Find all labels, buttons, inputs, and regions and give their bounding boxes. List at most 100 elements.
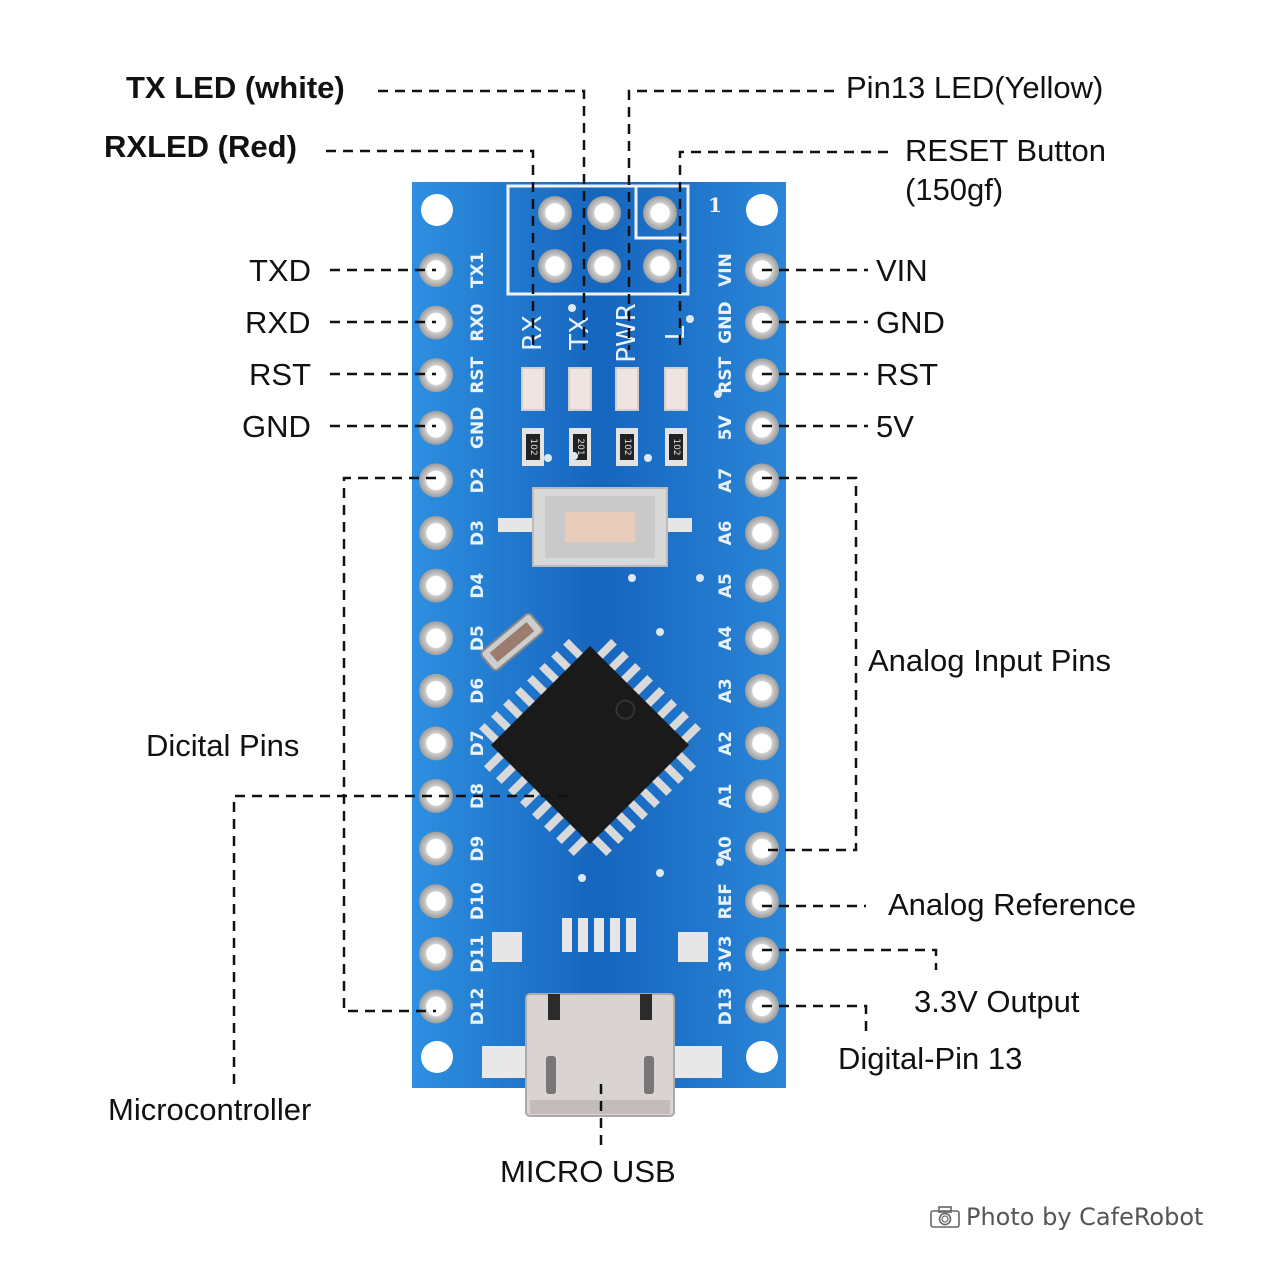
pin-hole <box>753 787 771 805</box>
pin-hole <box>427 471 445 490</box>
mcu-pin <box>503 699 525 721</box>
mcu-pin <box>556 822 578 844</box>
mcu-pin <box>544 810 566 832</box>
label-rst-left: RST <box>249 357 311 392</box>
mcu-pin <box>679 723 702 745</box>
camera-icon <box>930 1206 960 1228</box>
mcu-pin <box>563 638 585 661</box>
label-tx-led: TX LED (white) <box>126 70 345 105</box>
label-analog-input-pins: Analog Input Pins <box>868 643 1112 678</box>
icsp-outline <box>506 184 690 296</box>
label-digital-pin-13: Digital-Pin 13 <box>838 1041 1023 1076</box>
resistor-body <box>526 434 540 460</box>
label-reset-button: RESET Button <box>905 133 1107 168</box>
pin-label-right: REF <box>716 883 736 919</box>
pin-hole <box>753 524 771 542</box>
label-reset-force: (150gf) <box>905 172 1004 207</box>
mcu-pin <box>519 786 542 808</box>
pin-hole <box>753 576 771 595</box>
mcu-pin <box>507 774 530 796</box>
icsp-hole <box>651 204 669 222</box>
pin-label-left: D9 <box>468 836 488 862</box>
icsp-hole <box>595 204 613 222</box>
icsp-hole <box>595 257 613 275</box>
pin-label-right: 3V3 <box>716 935 736 972</box>
mcu-pin <box>643 687 665 709</box>
pin-label-right: A4 <box>716 626 736 651</box>
pin-label-left: D5 <box>468 625 488 651</box>
pin-label-left: D3 <box>468 520 488 546</box>
label-analog-reference: Analog Reference <box>888 887 1137 922</box>
mcu-pin <box>602 822 624 844</box>
smd-led <box>664 367 688 411</box>
pin-hole <box>427 576 445 595</box>
pin-hole <box>753 892 771 911</box>
mcu-pin <box>650 774 673 796</box>
mcu-pin <box>662 762 685 784</box>
pin-hole <box>427 524 445 542</box>
mcu-pin <box>595 638 617 661</box>
mounting-hole <box>421 1041 453 1073</box>
pin-hole <box>427 997 445 1016</box>
pin-label-left: D12 <box>468 988 488 1026</box>
label-rxd: RXD <box>245 305 311 340</box>
label-gnd-right: GND <box>876 305 945 340</box>
mcu-pin <box>478 723 501 745</box>
label-rx-led: RXLED (Red) <box>104 129 297 164</box>
label-digital-pins: Dicital Pins <box>146 728 300 763</box>
leader-tx-led <box>378 89 586 350</box>
mcu-pin <box>674 750 697 772</box>
pin-label-left: RX0 <box>468 303 488 341</box>
mcu-pin <box>667 711 689 733</box>
mcu-pin <box>590 834 612 857</box>
pin-label-left: D11 <box>468 935 488 973</box>
pin-label-right: A6 <box>716 521 736 546</box>
mcu-pin <box>614 810 636 832</box>
led-label: L <box>661 325 691 340</box>
label-txd: TXD <box>249 253 311 288</box>
pin-hole <box>753 629 771 648</box>
leader-rx-led <box>326 149 535 350</box>
mcu-pin <box>515 687 537 709</box>
led-label: PWR <box>612 303 642 362</box>
pin-hole <box>753 471 771 490</box>
pin-hole <box>427 892 445 911</box>
icsp-hole <box>651 257 669 275</box>
credit-text: Photo by CafeRobot <box>966 1203 1204 1231</box>
crystal-resonator <box>480 612 544 672</box>
pin-label-left: D7 <box>468 730 488 756</box>
label-vin: VIN <box>876 253 928 288</box>
pin-hole <box>753 734 771 753</box>
vias <box>544 304 724 882</box>
resistor-code: 102 <box>528 438 538 455</box>
pin-hole <box>753 839 771 858</box>
label-5v: 5V <box>876 409 914 444</box>
resistor-code: 201 <box>575 438 585 455</box>
mcu-pin <box>655 699 677 721</box>
micro-usb-connector <box>525 993 675 1117</box>
mcu-pin <box>626 798 648 820</box>
pin-hole <box>427 787 445 805</box>
pin-hole <box>427 944 445 963</box>
label-pin13-led: Pin13 LED(Yellow) <box>846 70 1104 105</box>
pin-label-right: A3 <box>716 678 736 703</box>
mcu-pin <box>551 650 573 673</box>
icsp-hole <box>546 257 564 275</box>
resistor-code: 102 <box>671 438 681 455</box>
leader-3v3 <box>762 948 938 970</box>
mounting-hole <box>746 1041 778 1073</box>
mcu-pin <box>491 711 513 733</box>
smd-led <box>521 367 545 411</box>
label-gnd-left: GND <box>242 409 311 444</box>
icsp-pin1-outline <box>634 184 690 240</box>
leader-lines <box>232 89 938 1150</box>
pin-label-left: D4 <box>468 572 488 598</box>
mcu-pin <box>619 662 641 685</box>
pin-label-left: GND <box>468 407 488 449</box>
leader-digital-pins <box>342 476 436 1013</box>
resistor-body <box>620 434 634 460</box>
resistor-code: 102 <box>622 438 632 455</box>
pin-hole <box>427 839 445 858</box>
mounting-hole <box>746 194 778 226</box>
